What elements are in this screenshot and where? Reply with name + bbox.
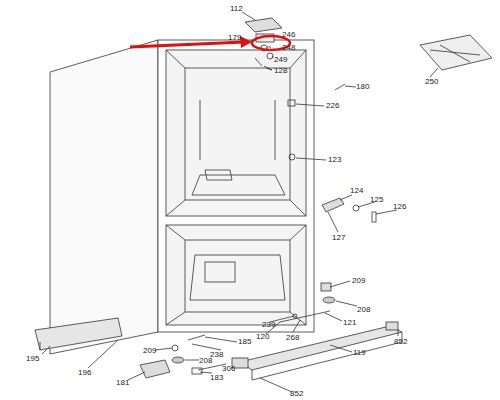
- callout-number: 180: [356, 82, 369, 91]
- callout-number: 124: [350, 186, 363, 195]
- callout-number: 119: [353, 348, 366, 357]
- callout-number: 306: [222, 364, 235, 373]
- callout-number: 183: [210, 373, 223, 382]
- callout-number: 208: [199, 356, 212, 365]
- callout-number: 120: [256, 332, 269, 341]
- callout-number: 185: [238, 337, 251, 346]
- callout-number: 209: [143, 346, 156, 355]
- callout-number: 239: [262, 320, 275, 329]
- callout-number: 209: [352, 276, 365, 285]
- callout-number: 123: [328, 155, 341, 164]
- callout-number: 127: [332, 233, 345, 242]
- callout-number: 246: [282, 30, 295, 39]
- callout-number: 852: [394, 337, 407, 346]
- callout-number: 248: [282, 43, 295, 52]
- callout-number: 195: [26, 354, 39, 363]
- callout-number: 196: [78, 368, 91, 377]
- callout-number: 226: [326, 101, 339, 110]
- callout-number: 249: [274, 55, 287, 64]
- callout-number: 128: [274, 66, 287, 75]
- callout-number: 179: [228, 33, 241, 42]
- callout-number: 250: [425, 77, 438, 86]
- callout-number: 126: [393, 202, 406, 211]
- callout-number: 125: [370, 195, 383, 204]
- callout-number: 268: [286, 333, 299, 342]
- callout-number: 112: [230, 4, 243, 13]
- callout-number: 121: [343, 318, 356, 327]
- callout-number: 852: [290, 389, 303, 398]
- callout-number: 208: [357, 305, 370, 314]
- callout-number: 181: [116, 378, 129, 387]
